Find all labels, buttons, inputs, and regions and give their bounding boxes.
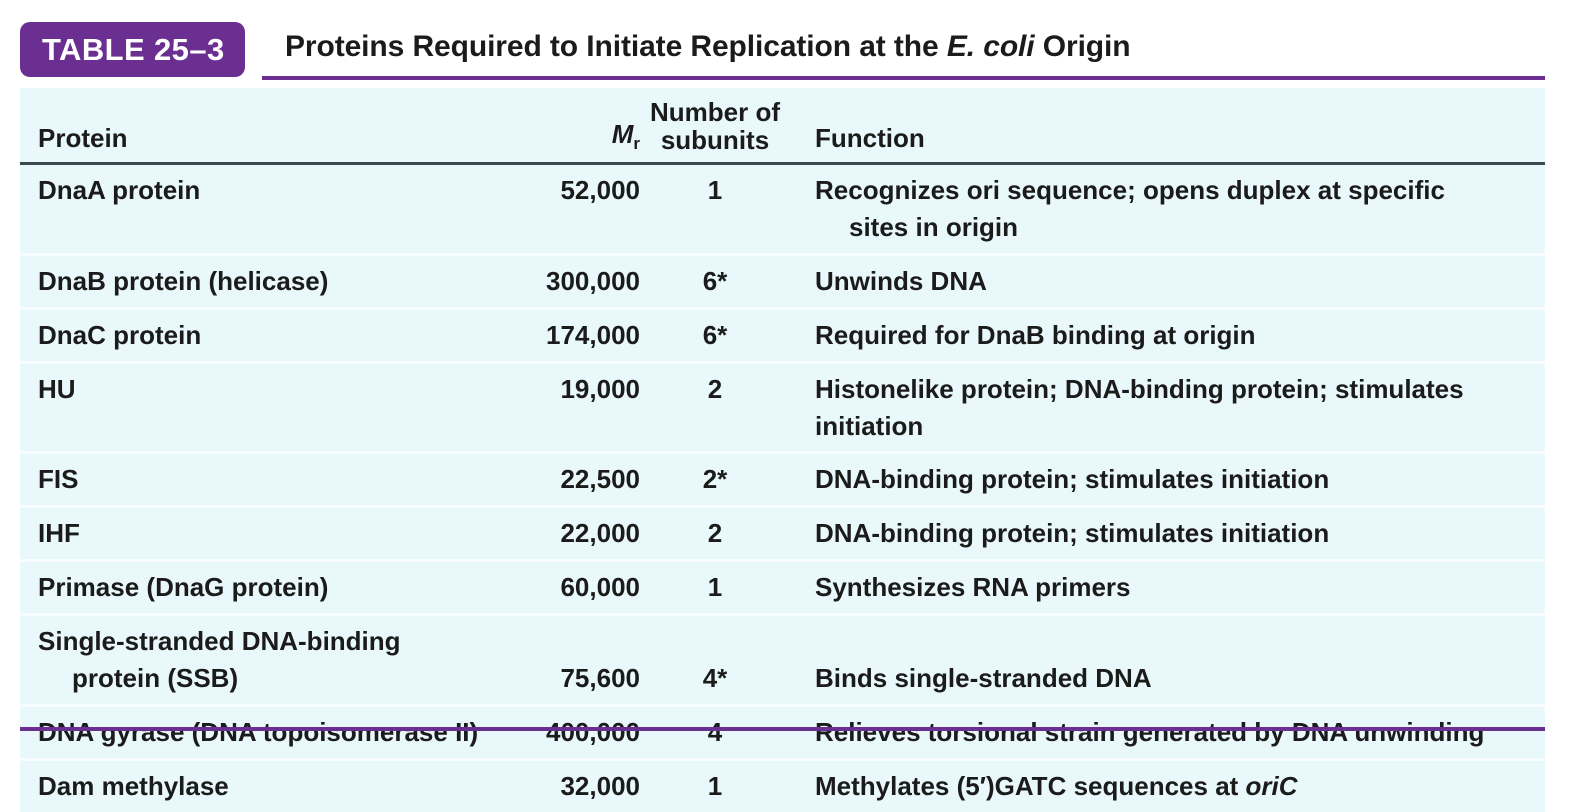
table-body: Protein Mr Number of subunits Function D… [20,88,1545,812]
table-row: DnaA protein 52,000 1 Recognizes ori seq… [20,165,1545,253]
cell-function-line2: initiation [815,410,924,441]
mr-symbol: M [611,118,634,149]
table-row: Single-stranded DNA-binding protein (SSB… [20,613,1545,705]
table-figure: TABLE 25–3 Proteins Required to Initiate… [0,22,1570,812]
column-header-mr: Mr [510,119,640,162]
cell-mr: 32,000 [560,770,640,801]
cell-subunits: 4 [707,717,723,748]
column-header-subunits: Number of subunits [640,99,790,162]
cell-mr: 52,000 [560,175,640,205]
table-row: FIS 22,500 2* DNA-binding protein; stimu… [20,451,1545,506]
cell-subunits: 1 [707,175,723,205]
cell-function-line1: Histonelike protein; DNA-binding protein… [815,373,1464,404]
cell-subunits: 1 [707,572,723,603]
cell-function: Relieves torsional strain generated by D… [815,717,1485,748]
cell-subunits: 4* [640,616,790,704]
column-header-protein: Protein [38,123,128,153]
table-row: HU 19,000 2 Histonelike protein; DNA-bin… [20,360,1545,452]
table-title-species: E. coli [946,30,1035,63]
cell-protein: Single-stranded DNA-binding protein (SSB… [20,616,510,704]
mr-subscript: r [633,134,640,153]
cell-protein: DNA gyrase (DNA topoisomerase II) [38,717,479,748]
table-header-row: Protein Mr Number of subunits Function [20,88,1545,162]
cell-mr: 400,000 [546,717,640,748]
cell-subunits: 6* [702,265,728,296]
table-number-label: TABLE 25–3 [42,32,225,67]
cell-subunits: 1 [707,770,723,801]
cell-mr: 22,500 [560,464,640,495]
cell-subunits: 2 [707,518,723,549]
bottom-purple-rule [20,727,1545,731]
cell-function: Required for DnaB binding at origin [815,319,1256,350]
cell-mr: 300,000 [546,265,640,296]
cell-protein: DnaC protein [38,319,202,350]
column-header-function: Function [815,123,925,153]
table-title-part1: Proteins Required to Initiate Replicatio… [285,30,947,63]
cell-mr: 174,000 [546,319,640,350]
column-header-subunits-line2: subunits [660,124,770,155]
column-header-subunits-line1: Number of [650,97,780,128]
cell-function: Unwinds DNA [815,265,987,296]
cell-protein: FIS [38,464,79,495]
table-title-bar: TABLE 25–3 Proteins Required to Initiate… [0,22,1570,84]
cell-protein: DnaB protein (helicase) [38,265,329,296]
table-row: IHF 22,000 2 DNA-binding protein; stimul… [20,505,1545,560]
cell-subunits: 2* [702,464,728,495]
cell-mr: 60,000 [560,572,640,603]
cell-function-text: Methylates (5′)GATC sequences at [815,770,1246,801]
cell-subunits: 2 [707,373,723,404]
cell-function: Synthesizes RNA primers [815,572,1131,603]
cell-function: Methylates (5′)GATC sequences at oriC [790,761,1545,812]
table-row: DnaC protein 174,000 6* Required for Dna… [20,306,1545,361]
cell-protein: HU [38,373,76,404]
cell-mr-value: 75,600 [560,663,640,694]
cell-protein: DnaA protein [38,175,201,205]
table-row: DnaB protein (helicase) 300,000 6* Unwin… [20,252,1545,307]
cell-protein: Dam methylase [38,770,229,801]
table-title-part2: Origin [1034,30,1131,63]
cell-function: Histonelike protein; DNA-binding protein… [790,364,1545,452]
header-divider-rule [20,162,1545,165]
table-row: Dam methylase 32,000 1 Methylates (5′)GA… [20,757,1545,812]
cell-function: Binds single-stranded DNA [790,616,1545,704]
cell-protein: Primase (DnaG protein) [38,572,329,603]
cell-protein: IHF [38,518,80,549]
title-purple-rule [262,76,1545,80]
cell-function-line2: sites in origin [849,211,1019,242]
cell-function: DNA-binding protein; stimulates initiati… [815,518,1330,549]
table-row: Primase (DnaG protein) 60,000 1 Synthesi… [20,559,1545,614]
cell-function: Recognizes ori sequence; opens duplex at… [790,165,1545,253]
cell-function-gene: oriC [1245,770,1298,801]
cell-subunits-value: 4* [702,663,728,694]
cell-function-value: Binds single-stranded DNA [815,663,1152,694]
cell-function-line1: Recognizes ori sequence; opens duplex at… [815,175,1445,205]
table-row: DNA gyrase (DNA topoisomerase II) 400,00… [20,704,1545,758]
cell-protein-line1: Single-stranded DNA-binding [38,626,401,657]
cell-mr: 19,000 [560,373,640,404]
table-title: Proteins Required to Initiate Replicatio… [285,30,1131,64]
cell-mr: 22,000 [560,518,640,549]
table-number-badge: TABLE 25–3 [20,22,245,77]
cell-mr: 75,600 [510,616,640,704]
cell-subunits: 6* [702,319,728,350]
cell-function: DNA-binding protein; stimulates initiati… [815,464,1330,495]
cell-protein-line2: protein (SSB) [72,663,239,694]
